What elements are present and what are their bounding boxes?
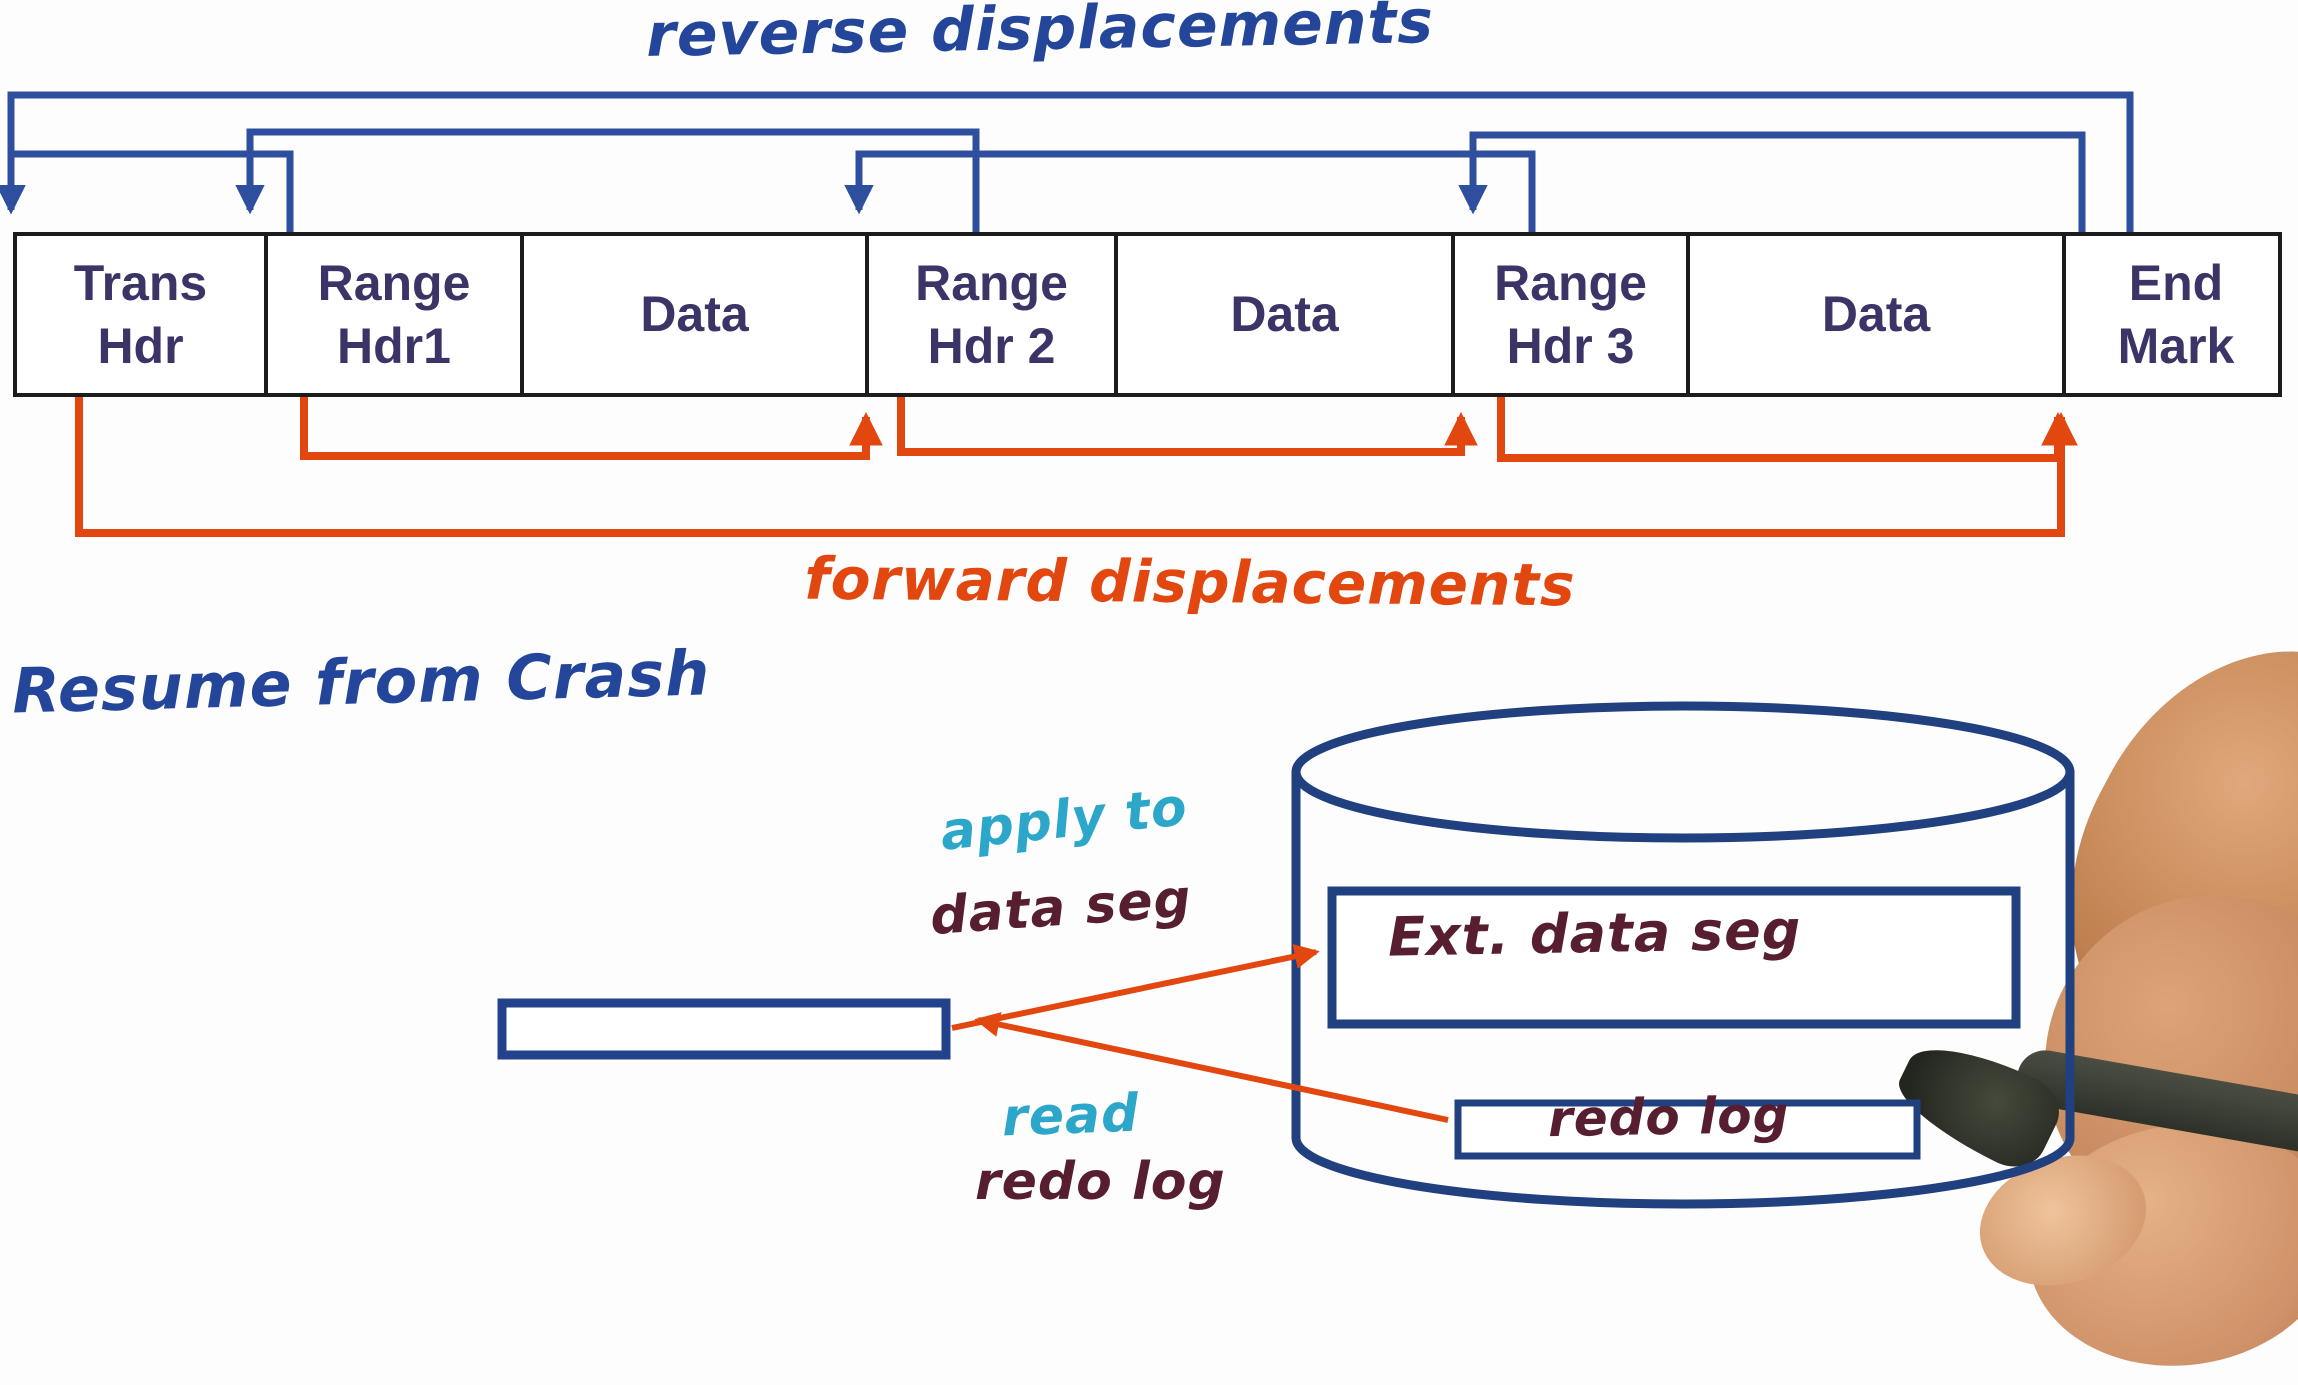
reverse-arrow-end-mark-to-trans-hdr: [0, 91, 2134, 232]
reverse-arrow-end-mark-to-range-hdr3: [1458, 131, 2086, 232]
log-cell-label: Range: [1494, 255, 1647, 311]
ext-data-seg-box: [1327, 886, 2021, 1029]
log-cell-label: End: [2128, 255, 2224, 311]
log-cell-data2: Data: [1118, 236, 1455, 393]
forward-arrow-range-hdr2-to-range-hdr3: [897, 397, 1478, 456]
log-cell-label: Hdr 3: [1506, 317, 1635, 374]
diagram-canvas: [0, 91, 2134, 1209]
log-cell-data3: Data: [1690, 236, 2066, 393]
redo-log-box: [1454, 1099, 1921, 1160]
log-cell-data1: Data: [524, 236, 869, 393]
in-memory-log-rect: [497, 998, 951, 1060]
disk-body: [1291, 772, 2075, 1209]
forward-arrow-range-hdr1-to-range-hdr2: [300, 397, 883, 460]
log-cell-label: Data: [1821, 286, 1931, 343]
forward-arrow-trans-hdr-to-end-mark: [75, 397, 2078, 537]
log-cell-label: Range: [317, 255, 471, 311]
apply-to-data-seg-arrow: [951, 944, 1320, 1031]
forward-displacement-arrows: [75, 397, 2078, 537]
reverse-arrow-range-hdr3-to-range-hdr2: [844, 150, 1536, 232]
log-cell-label: Data: [640, 286, 749, 343]
disk-cylinder: [497, 701, 2075, 1209]
read-redo-log-arrow: [974, 1012, 1449, 1123]
log-cell-label: Hdr1: [337, 317, 451, 374]
log-cell-label: Hdr: [97, 317, 184, 374]
log-cell-label: Trans: [73, 255, 208, 311]
log-cell-label: Range: [915, 255, 1068, 311]
recovery-arrows: [951, 944, 1449, 1123]
forward-arrow-range-hdr3-to-end-mark: [1497, 397, 2075, 462]
reverse-arrow-range-hdr1-to-trans-hdr: [0, 150, 294, 232]
log-cell-label: Data: [1230, 286, 1339, 343]
log-cell-label: Mark: [2117, 317, 2235, 374]
disk-top-ellipse: [1291, 701, 2075, 843]
reverse-displacement-arrows: [0, 91, 2134, 232]
reverse-arrow-range-hdr2-to-range-hdr1: [235, 128, 980, 232]
log-cell-label: Hdr 2: [927, 317, 1056, 374]
